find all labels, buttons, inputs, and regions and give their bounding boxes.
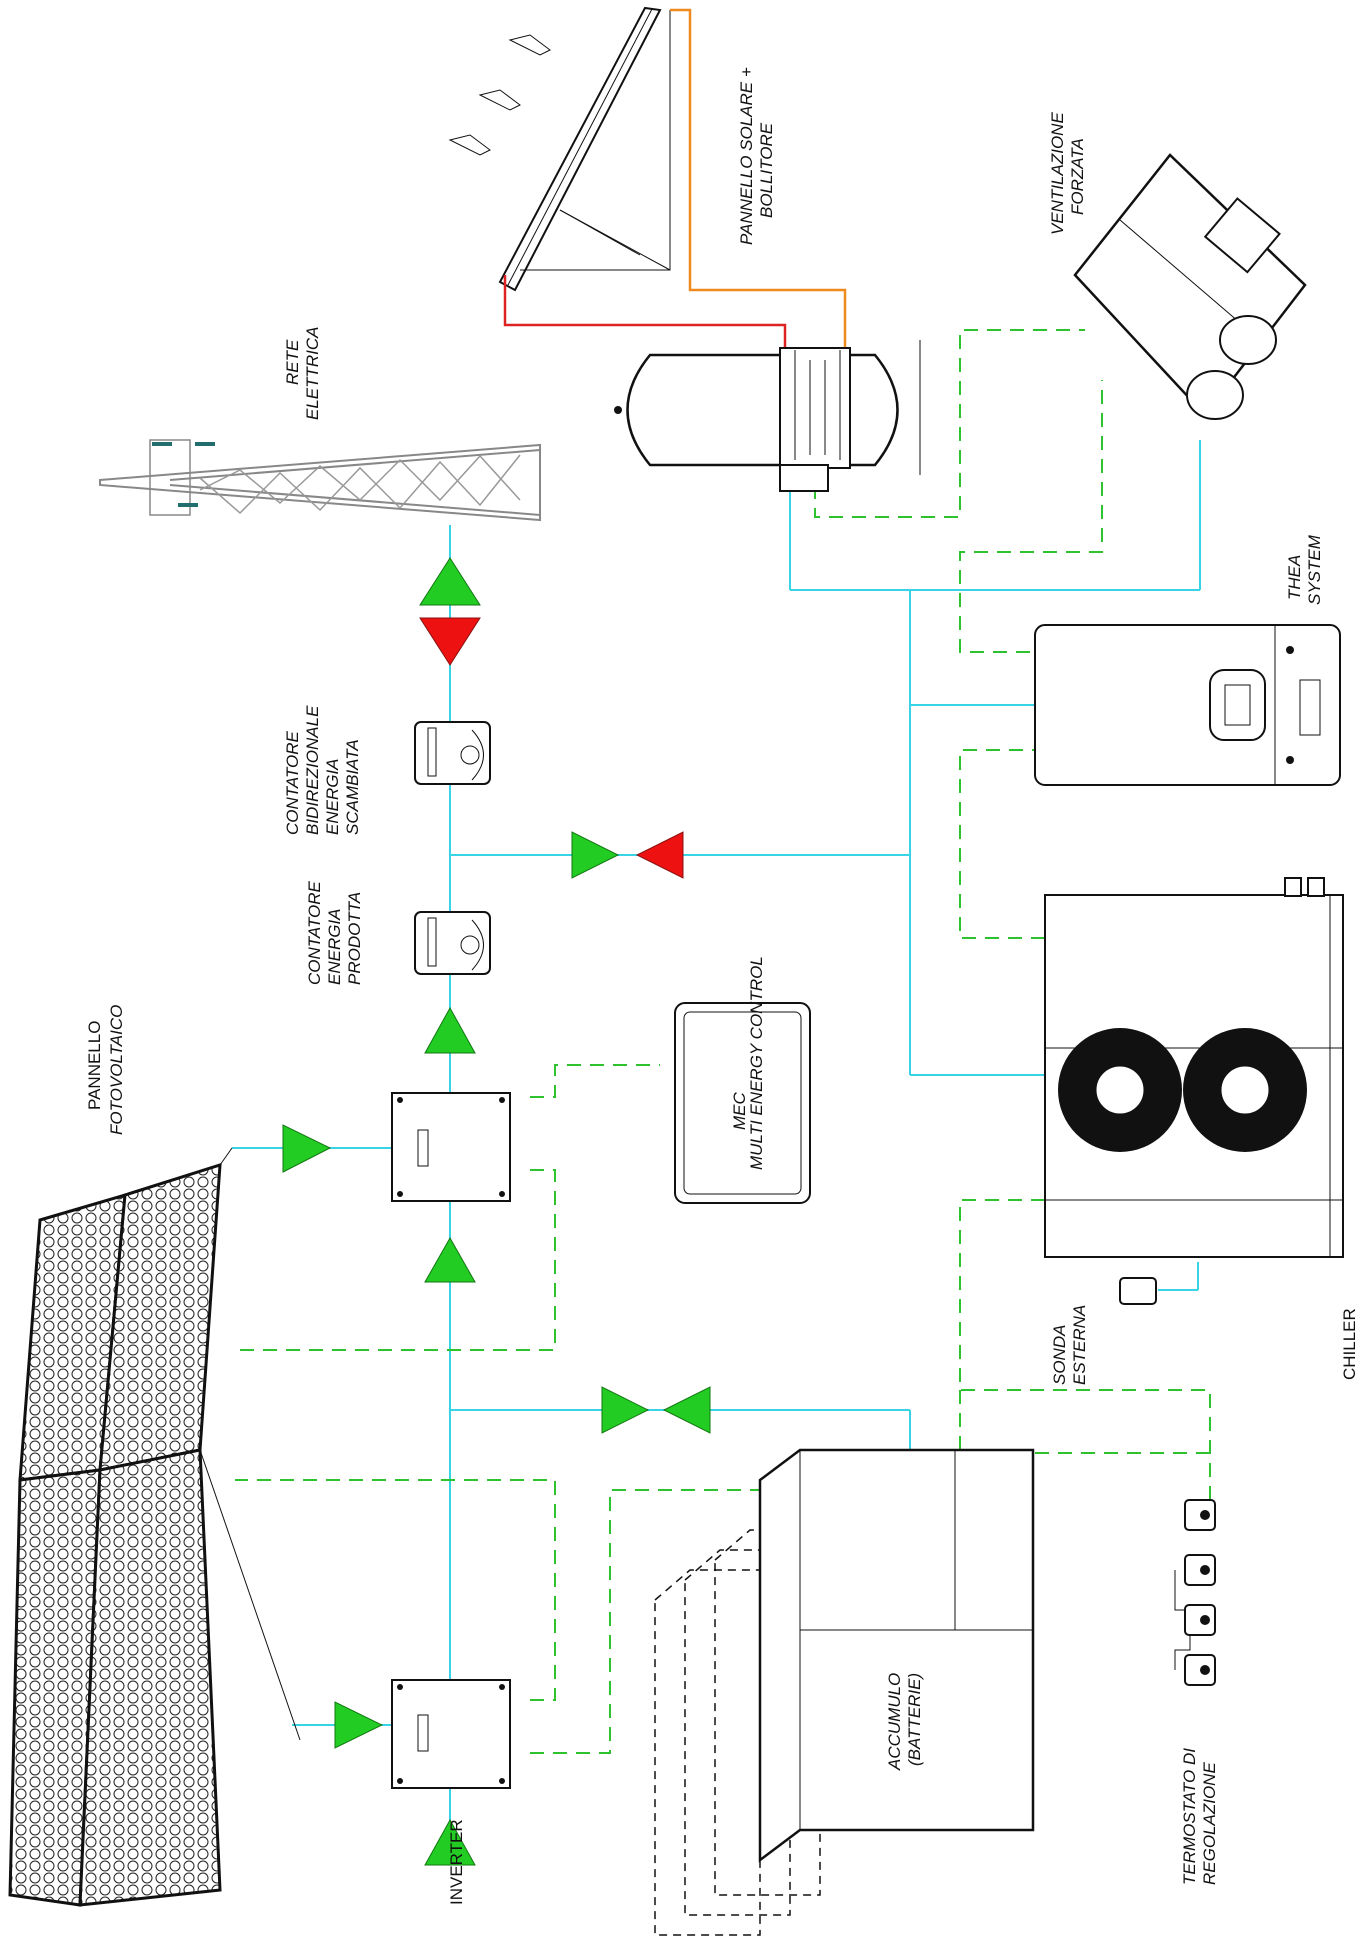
battery-storage: ACCUMULO (BATTERIE)	[654, 1448, 1035, 1936]
mec-controller: MEC MULTI ENERGY CONTROL	[674, 956, 811, 1204]
svg-text:CONTATORE: CONTATORE	[305, 880, 324, 985]
probe-label-line1: SONDA	[1050, 1325, 1069, 1385]
flow-arrow-up-3	[424, 1006, 476, 1054]
power-grid-pylon	[99, 439, 541, 522]
pv-label-line1: PANNELLO	[85, 1021, 104, 1110]
svg-text:THEA: THEA	[1285, 555, 1304, 600]
svg-text:SCAMBIATA: SCAMBIATA	[343, 739, 362, 835]
grid-label: RETE ELETTRICA	[283, 326, 322, 420]
thermostats: TERMOSTATO DI REGOLAZIONE	[1174, 1499, 1219, 1885]
svg-text:ENERGIA: ENERGIA	[323, 758, 342, 835]
svg-text:PRODOTTA: PRODOTTA	[345, 892, 364, 985]
pv-label-line2: FOTOVOLTAICO	[107, 1005, 126, 1135]
flow-arrow-grid-out	[419, 617, 481, 666]
battery-label-line2: (BATTERIE)	[905, 1673, 924, 1766]
inverter-top	[391, 1092, 511, 1202]
flow-arrows	[282, 557, 711, 1866]
mec-subtitle: MULTI ENERGY CONTROL	[747, 956, 766, 1170]
svg-text:CONTATORE: CONTATORE	[283, 730, 302, 835]
svg-text:SYSTEM: SYSTEM	[1305, 534, 1324, 605]
flow-arrow-up-2	[424, 1818, 476, 1866]
boiler-tank	[614, 340, 921, 492]
meter-bidirectional-label: CONTATORE BIDIREZIONALE ENERGIA SCAMBIAT…	[283, 705, 362, 835]
flow-arrow-up-1	[424, 1236, 476, 1283]
flow-arrow-batt-in	[601, 1386, 650, 1434]
flow-arrow-pv-top	[282, 1124, 332, 1173]
chiller-unit	[1044, 877, 1344, 1258]
svg-text:ENERGIA: ENERGIA	[325, 908, 344, 985]
svg-text:BOLLITORE: BOLLITORE	[757, 122, 776, 218]
chiller-label: CHILLER	[1340, 1308, 1359, 1380]
thermostat-label-line2: REGOLAZIONE	[1200, 1762, 1219, 1885]
svg-text:RETE: RETE	[283, 339, 302, 385]
flow-arrow-grid-in	[419, 557, 481, 606]
meter-produced-label: CONTATORE ENERGIA PRODOTTA	[305, 880, 364, 985]
mec-title: MEC	[730, 1092, 749, 1131]
external-probe: SONDA ESTERNA	[1050, 1277, 1157, 1385]
probe-label-line2: ESTERNA	[1070, 1305, 1089, 1385]
meter-produced	[414, 911, 491, 975]
pv-label: PANNELLO FOTOVOLTAICO	[85, 1005, 126, 1135]
ventilation-unit	[1073, 153, 1307, 420]
solar-thermal-label: PANNELLO SOLARE + BOLLITORE	[737, 67, 776, 245]
flow-arrow-load-in	[571, 831, 620, 879]
flow-arrow-batt-out	[662, 1386, 711, 1434]
thea-label: THEA SYSTEM	[1285, 534, 1324, 605]
battery-label-line1: ACCUMULO	[885, 1673, 904, 1771]
ventilation-label: VENTILAZIONE FORZATA	[1048, 112, 1087, 235]
thermostat-label-line1: TERMOSTATO DI	[1180, 1748, 1199, 1885]
flow-arrow-load-out	[635, 831, 684, 879]
pv-panels	[8, 1147, 301, 1907]
thea-system-unit	[1034, 624, 1341, 786]
solar-thermal-panel	[448, 6, 847, 350]
flow-arrow-pv-bottom	[334, 1701, 384, 1749]
inverter-bottom	[391, 1679, 511, 1789]
svg-text:FORZATA: FORZATA	[1068, 138, 1087, 215]
svg-text:PANNELLO SOLARE +: PANNELLO SOLARE +	[737, 67, 756, 245]
svg-text:ELETTRICA: ELETTRICA	[303, 326, 322, 420]
svg-text:BIDIREZIONALE: BIDIREZIONALE	[303, 705, 322, 835]
svg-text:VENTILAZIONE: VENTILAZIONE	[1048, 112, 1067, 235]
signal-lines	[235, 329, 1211, 1754]
inverter-label: INVERTER	[447, 1819, 466, 1905]
meter-bidirectional	[414, 721, 491, 785]
